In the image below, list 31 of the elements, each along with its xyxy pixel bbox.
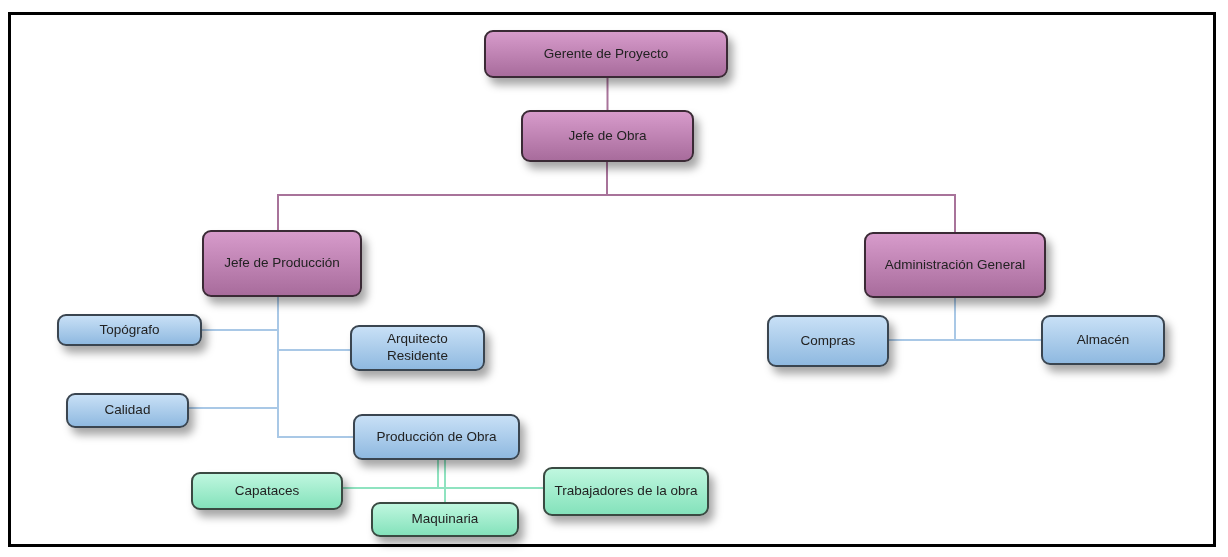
org-box xyxy=(57,314,202,346)
role-label: Calidad xyxy=(104,402,151,419)
org-box xyxy=(484,30,728,78)
org-box xyxy=(543,467,709,516)
role-label: Trabajadores de la obra xyxy=(554,483,698,500)
role-label: Administración General xyxy=(884,256,1026,274)
connector-line xyxy=(437,459,544,489)
role-label: Topógrafo xyxy=(99,321,160,339)
org-box xyxy=(371,502,519,537)
role-label: Jefe de Obra xyxy=(568,127,647,145)
connector-line xyxy=(606,77,609,111)
org-box xyxy=(864,232,1046,298)
org-box xyxy=(350,325,485,371)
connector-line xyxy=(954,297,1042,341)
role-label: Almacén xyxy=(1076,331,1130,349)
org-box xyxy=(521,110,694,162)
org-box xyxy=(353,414,520,460)
role-label: Compras xyxy=(800,332,856,350)
role-label: Gerente de Proyecto xyxy=(543,45,669,63)
org-box xyxy=(66,393,189,428)
role-label: Capataces xyxy=(234,482,300,500)
role-label: Jefe de Producción xyxy=(224,255,340,272)
role-label: Maquinaria xyxy=(411,511,479,528)
org-box xyxy=(767,315,889,367)
org-box xyxy=(202,230,362,297)
role-label: Producción de Obra xyxy=(376,428,497,446)
org-box xyxy=(191,472,343,510)
connector-line xyxy=(277,296,354,438)
org-box xyxy=(1041,315,1165,365)
role-label: Arquitecto Residente xyxy=(386,331,449,365)
connector-line xyxy=(444,459,446,503)
